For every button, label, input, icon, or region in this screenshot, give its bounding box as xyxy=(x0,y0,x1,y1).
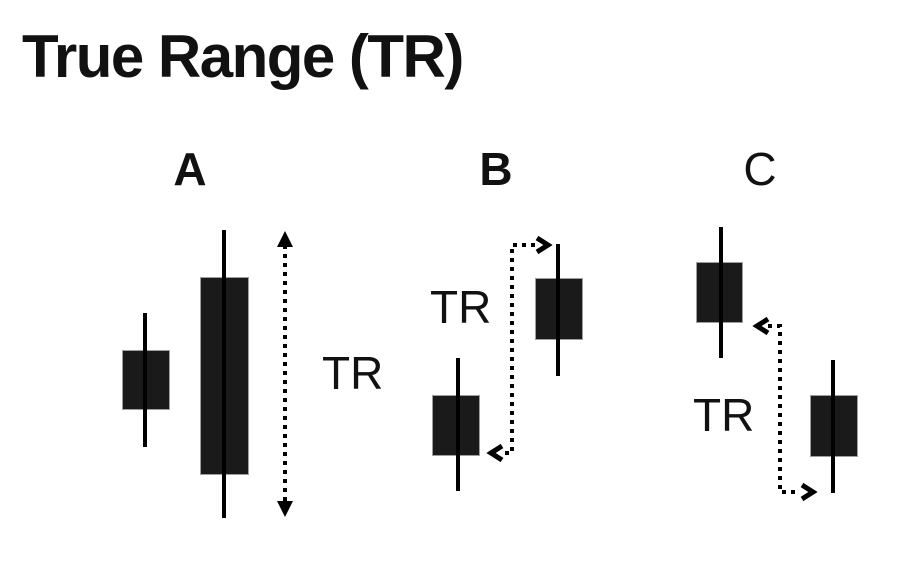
tr-dotted-elbow-arrow-icon xyxy=(486,235,553,463)
scenario-c-label: C xyxy=(743,143,777,195)
candle-wick xyxy=(222,230,226,518)
candle-wick xyxy=(831,360,835,493)
candle-wick xyxy=(719,227,723,358)
scenario-c-tr-label: TR xyxy=(693,389,755,441)
scenario-a-label: A xyxy=(173,143,207,195)
tr-dotted-elbow-arrow-icon xyxy=(752,316,818,502)
tr-double-headed-dotted-arrow-icon xyxy=(277,231,293,517)
scenario-b-tr-label: TR xyxy=(430,281,492,333)
candle-wick xyxy=(143,313,147,447)
candle-wick xyxy=(456,358,460,491)
scenario-a-tr-label: TR xyxy=(322,347,384,399)
candle-wick xyxy=(556,244,560,376)
page-title: True Range (TR) xyxy=(22,23,464,90)
scenario-b-label: B xyxy=(479,143,513,195)
